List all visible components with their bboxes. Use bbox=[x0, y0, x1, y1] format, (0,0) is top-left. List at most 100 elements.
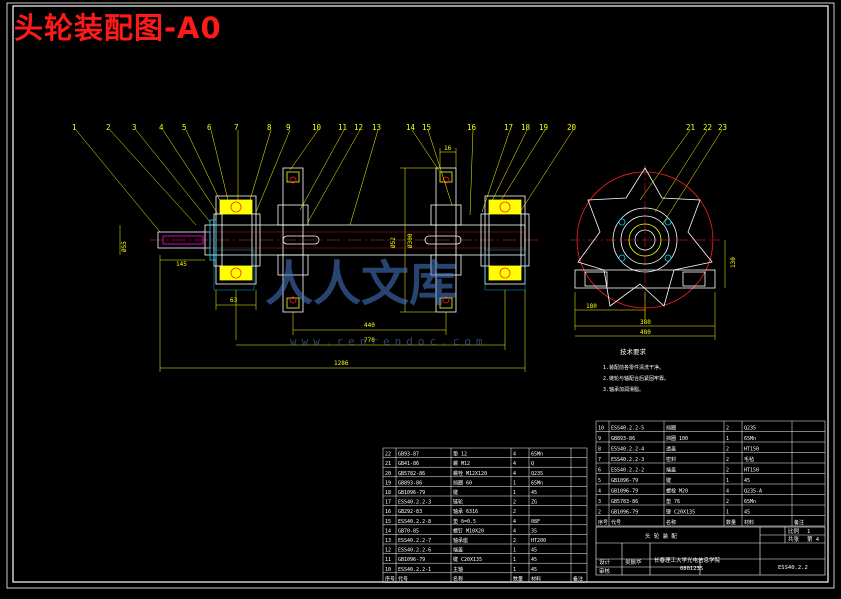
bom-right-header-cell: 序号 bbox=[598, 519, 608, 526]
balloon-21: 21 bbox=[686, 123, 695, 132]
dim-bearing-width: 63 bbox=[230, 297, 238, 304]
bom-left-cell: 14 bbox=[385, 528, 391, 534]
bom-left-cell: 13 bbox=[385, 538, 391, 544]
bom-right-cell: 螺栓 M20 bbox=[666, 488, 688, 495]
bom-left-cell: 20 bbox=[385, 471, 391, 477]
bom-right-header-cell: 代号 bbox=[611, 519, 621, 526]
bom-right-cell: 6 bbox=[598, 468, 601, 474]
bom-right-cell: 3 bbox=[598, 499, 601, 505]
dim-shaft-dia: Ø55 bbox=[121, 241, 128, 252]
side-view: 180 380 480 130 bbox=[570, 165, 737, 340]
bom-right-cell: 2 bbox=[726, 426, 729, 432]
bom-right-cell: Q235-A bbox=[744, 489, 762, 495]
bom-left-table bbox=[382, 447, 588, 583]
bom-left-cell: 65Mn bbox=[531, 480, 543, 486]
dim-side-base: 180 bbox=[586, 303, 597, 310]
bom-left-cell: 螺钉 M10X20 bbox=[453, 527, 484, 534]
bom-left-header-cell: 名称 bbox=[453, 575, 463, 582]
bom-left-cell: ESS40.2.2-8 bbox=[398, 519, 431, 525]
bom-right-cell: 毛毡 bbox=[744, 456, 754, 463]
bom-left-cell: 10 bbox=[385, 567, 391, 573]
bom-right-cell: 10 bbox=[598, 426, 604, 432]
bom-left-cell: 1 bbox=[513, 557, 516, 563]
bom-right-cell: 65Mn bbox=[744, 499, 756, 505]
bom-left-cell: 链轮 bbox=[453, 499, 463, 506]
bom-right-cell: ESS40.2.2-2 bbox=[611, 468, 644, 474]
bom-right-header-cell: 材料 bbox=[744, 519, 754, 526]
bom-right-cell: 垫 76 bbox=[666, 498, 680, 505]
bom-right-cell: 透盖 bbox=[666, 446, 676, 453]
bom-left-cell: 轴承 6316 bbox=[453, 508, 478, 515]
designer-label: 设计 bbox=[599, 558, 611, 566]
balloon-13: 13 bbox=[372, 123, 381, 132]
dimension-texts: Ø55 145 63 440 770 1286 Ø300 16 Ø52 bbox=[121, 145, 452, 367]
student-id: 0801235 bbox=[680, 566, 703, 572]
bom-right-table bbox=[595, 420, 826, 527]
bom-right-cell: GB893-86 bbox=[611, 436, 635, 442]
balloon-18: 18 bbox=[521, 123, 531, 132]
bom-left-cell: GB292-83 bbox=[398, 509, 422, 515]
bom-left-cell: GB1096-79 bbox=[398, 490, 425, 496]
drawing-number: ESS40.2.2 bbox=[778, 565, 808, 571]
sheet-label: 共张 bbox=[788, 535, 800, 543]
dim-hub-dia: Ø300 bbox=[407, 233, 414, 248]
scale-value: 1 bbox=[807, 529, 810, 535]
balloon-16: 16 bbox=[467, 123, 477, 132]
bom-right-cell: ESS40.2.2-4 bbox=[611, 447, 644, 453]
dim-side-total: 480 bbox=[640, 329, 651, 336]
bom-left-cell: 4 bbox=[513, 528, 516, 534]
dim-side-width: 380 bbox=[640, 319, 651, 326]
bom-right-cell: 键 bbox=[666, 477, 671, 484]
bom-right-cell: 8 bbox=[598, 447, 601, 453]
bom-right-cell: GB1096-79 bbox=[611, 510, 638, 516]
bom-left-cell: Q235 bbox=[531, 471, 543, 477]
balloon-2: 2 bbox=[106, 123, 111, 132]
bom-left-cell: 轴承座 bbox=[453, 537, 468, 544]
bom-left-cell: ESS40.2.2-1 bbox=[398, 567, 431, 573]
balloon-8: 8 bbox=[267, 123, 272, 132]
bom-left-cell: GB41-86 bbox=[398, 461, 419, 467]
bom-left-cell: ESS40.2.2-7 bbox=[398, 538, 431, 544]
bom-right-cell: 45 bbox=[744, 510, 750, 516]
bom-right-cell: HT150 bbox=[744, 447, 759, 453]
balloon-10: 10 bbox=[312, 123, 322, 132]
bom-left-cell: GB70-85 bbox=[398, 528, 419, 534]
title-block-text: 头 轮 装 配 比例 1 共张 第 4 设计 吴振华 长春理工大学光电信息学院 … bbox=[599, 527, 820, 575]
balloon-20: 20 bbox=[567, 123, 577, 132]
bom-right-cell: 2 bbox=[726, 468, 729, 474]
bom-left-cell: 16 bbox=[385, 509, 391, 515]
bom-left-cell: 4 bbox=[513, 471, 516, 477]
balloon-labels: 1 2 3 4 5 6 7 8 9 10 11 12 13 14 15 16 1… bbox=[72, 123, 727, 132]
bom-right-cell: HT150 bbox=[744, 468, 759, 474]
bom-left-cell: 主轴 bbox=[453, 566, 463, 573]
outer-frame bbox=[6, 2, 835, 589]
bom-left-cell: 21 bbox=[385, 461, 391, 467]
bom-right-cell: 65Mn bbox=[744, 436, 756, 442]
bom-left-cell: GB1096-79 bbox=[398, 557, 425, 563]
balloon-22: 22 bbox=[703, 123, 712, 132]
bom-left-cell: 键 C20X135 bbox=[453, 556, 482, 563]
balloon-12: 12 bbox=[354, 123, 363, 132]
drawing-name: 头 轮 装 配 bbox=[645, 532, 677, 540]
bom-right-cell: GB5783-86 bbox=[611, 499, 638, 505]
bom-left-cell: 65Mn bbox=[531, 452, 543, 458]
balloon-11: 11 bbox=[338, 123, 347, 132]
balloon-7: 7 bbox=[234, 123, 239, 132]
bom-right-cell: GB1096-79 bbox=[611, 489, 638, 495]
bom-right-cell: 4 bbox=[726, 489, 729, 495]
bom-right-cell: 7 bbox=[598, 457, 601, 463]
bom-left-cell: 12 bbox=[385, 548, 391, 554]
dim-overall-len: 1286 bbox=[334, 360, 349, 367]
dim-keyway: 16 bbox=[444, 145, 452, 152]
bom-left-cell: 11 bbox=[385, 557, 391, 563]
bom-left-cell: HT200 bbox=[531, 538, 546, 544]
bom-right-cell: 1 bbox=[726, 478, 729, 484]
bom-right-cell: 键 C20X135 bbox=[666, 509, 695, 516]
note-3: 3.轴承加润滑脂。 bbox=[603, 386, 644, 393]
balloon-19: 19 bbox=[539, 123, 548, 132]
bom-left-header-cell: 代号 bbox=[398, 575, 408, 582]
dim-side-height: 130 bbox=[730, 257, 737, 268]
bom-left-cell: 1 bbox=[513, 567, 516, 573]
bom-right-cell: ESS40.2.2-3 bbox=[611, 457, 644, 463]
balloon-14: 14 bbox=[406, 123, 416, 132]
